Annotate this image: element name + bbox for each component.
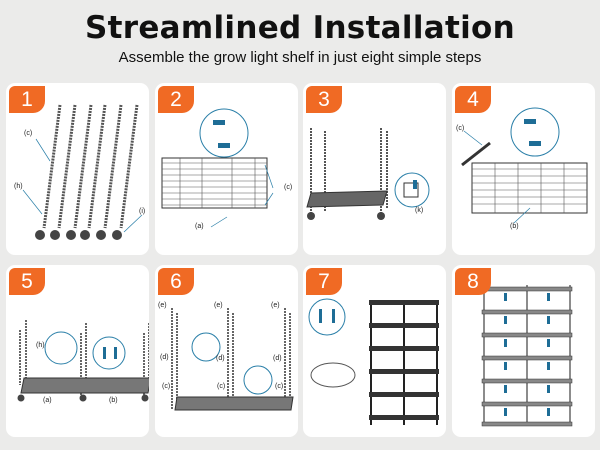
part-label: (e) bbox=[271, 302, 280, 309]
step-number-badge: 1 bbox=[9, 86, 45, 113]
part-label: (c) bbox=[217, 383, 226, 390]
part-label: (c) bbox=[456, 125, 465, 132]
completed-shelf-illustration bbox=[481, 285, 573, 427]
part-label: (h) bbox=[14, 183, 23, 190]
page-subtitle: Assemble the grow light shelf in just ei… bbox=[118, 49, 482, 66]
part-label: (d) bbox=[216, 355, 225, 362]
step-number-badge: 8 bbox=[455, 268, 491, 295]
part-label: (k) bbox=[415, 207, 424, 214]
step-number-badge: 2 bbox=[158, 86, 194, 113]
part-label: (d) bbox=[160, 354, 169, 361]
install-remaining-shelves-illustration bbox=[308, 298, 439, 425]
step-card-8: 8 bbox=[452, 265, 595, 437]
step-card-6: 6 (e) (e) (e) (d) (d) (d) (c) (c) (c) bbox=[155, 265, 298, 437]
step-card-2: 2 (c) (a) bbox=[155, 83, 298, 255]
step-number-badge: 6 bbox=[158, 268, 194, 295]
attach-second-shelf-illustration bbox=[461, 107, 588, 224]
part-label: (a) bbox=[195, 223, 204, 230]
step-number-badge: 7 bbox=[306, 268, 342, 295]
part-label: (b) bbox=[510, 223, 519, 230]
part-label: (i) bbox=[139, 208, 146, 215]
step-number-badge: 5 bbox=[9, 268, 45, 295]
step-number-badge: 3 bbox=[306, 86, 342, 113]
part-label: (a) bbox=[43, 397, 52, 404]
part-label: (e) bbox=[214, 302, 223, 309]
two-shelves-joined-illustration bbox=[17, 320, 149, 402]
step-number-badge: 4 bbox=[455, 86, 491, 113]
page-title: Streamlined Installation bbox=[85, 10, 515, 46]
part-label: (c) bbox=[284, 184, 293, 191]
part-label: (d) bbox=[273, 355, 282, 362]
part-label: (b) bbox=[109, 397, 118, 404]
extend-poles-illustration bbox=[171, 308, 294, 411]
poles-with-casters-illustration bbox=[22, 104, 143, 240]
step-card-5: 5 (h) (a) (b) bbox=[6, 265, 149, 437]
step-card-3: 3 (k) bbox=[303, 83, 446, 255]
step-card-7: 7 bbox=[303, 265, 446, 437]
step-card-1: 1 (c) (h) (i) bbox=[6, 83, 149, 255]
first-shelf-on-poles-illustration bbox=[306, 128, 430, 220]
part-label: (c) bbox=[24, 130, 33, 137]
part-label: (e) bbox=[158, 302, 167, 309]
part-label: (h) bbox=[36, 342, 45, 349]
step-card-4: 4 (c) (b) bbox=[452, 83, 595, 255]
shelf-with-sleeves-illustration bbox=[161, 108, 274, 228]
part-label: (c) bbox=[275, 383, 284, 390]
part-label: (c) bbox=[162, 383, 171, 390]
